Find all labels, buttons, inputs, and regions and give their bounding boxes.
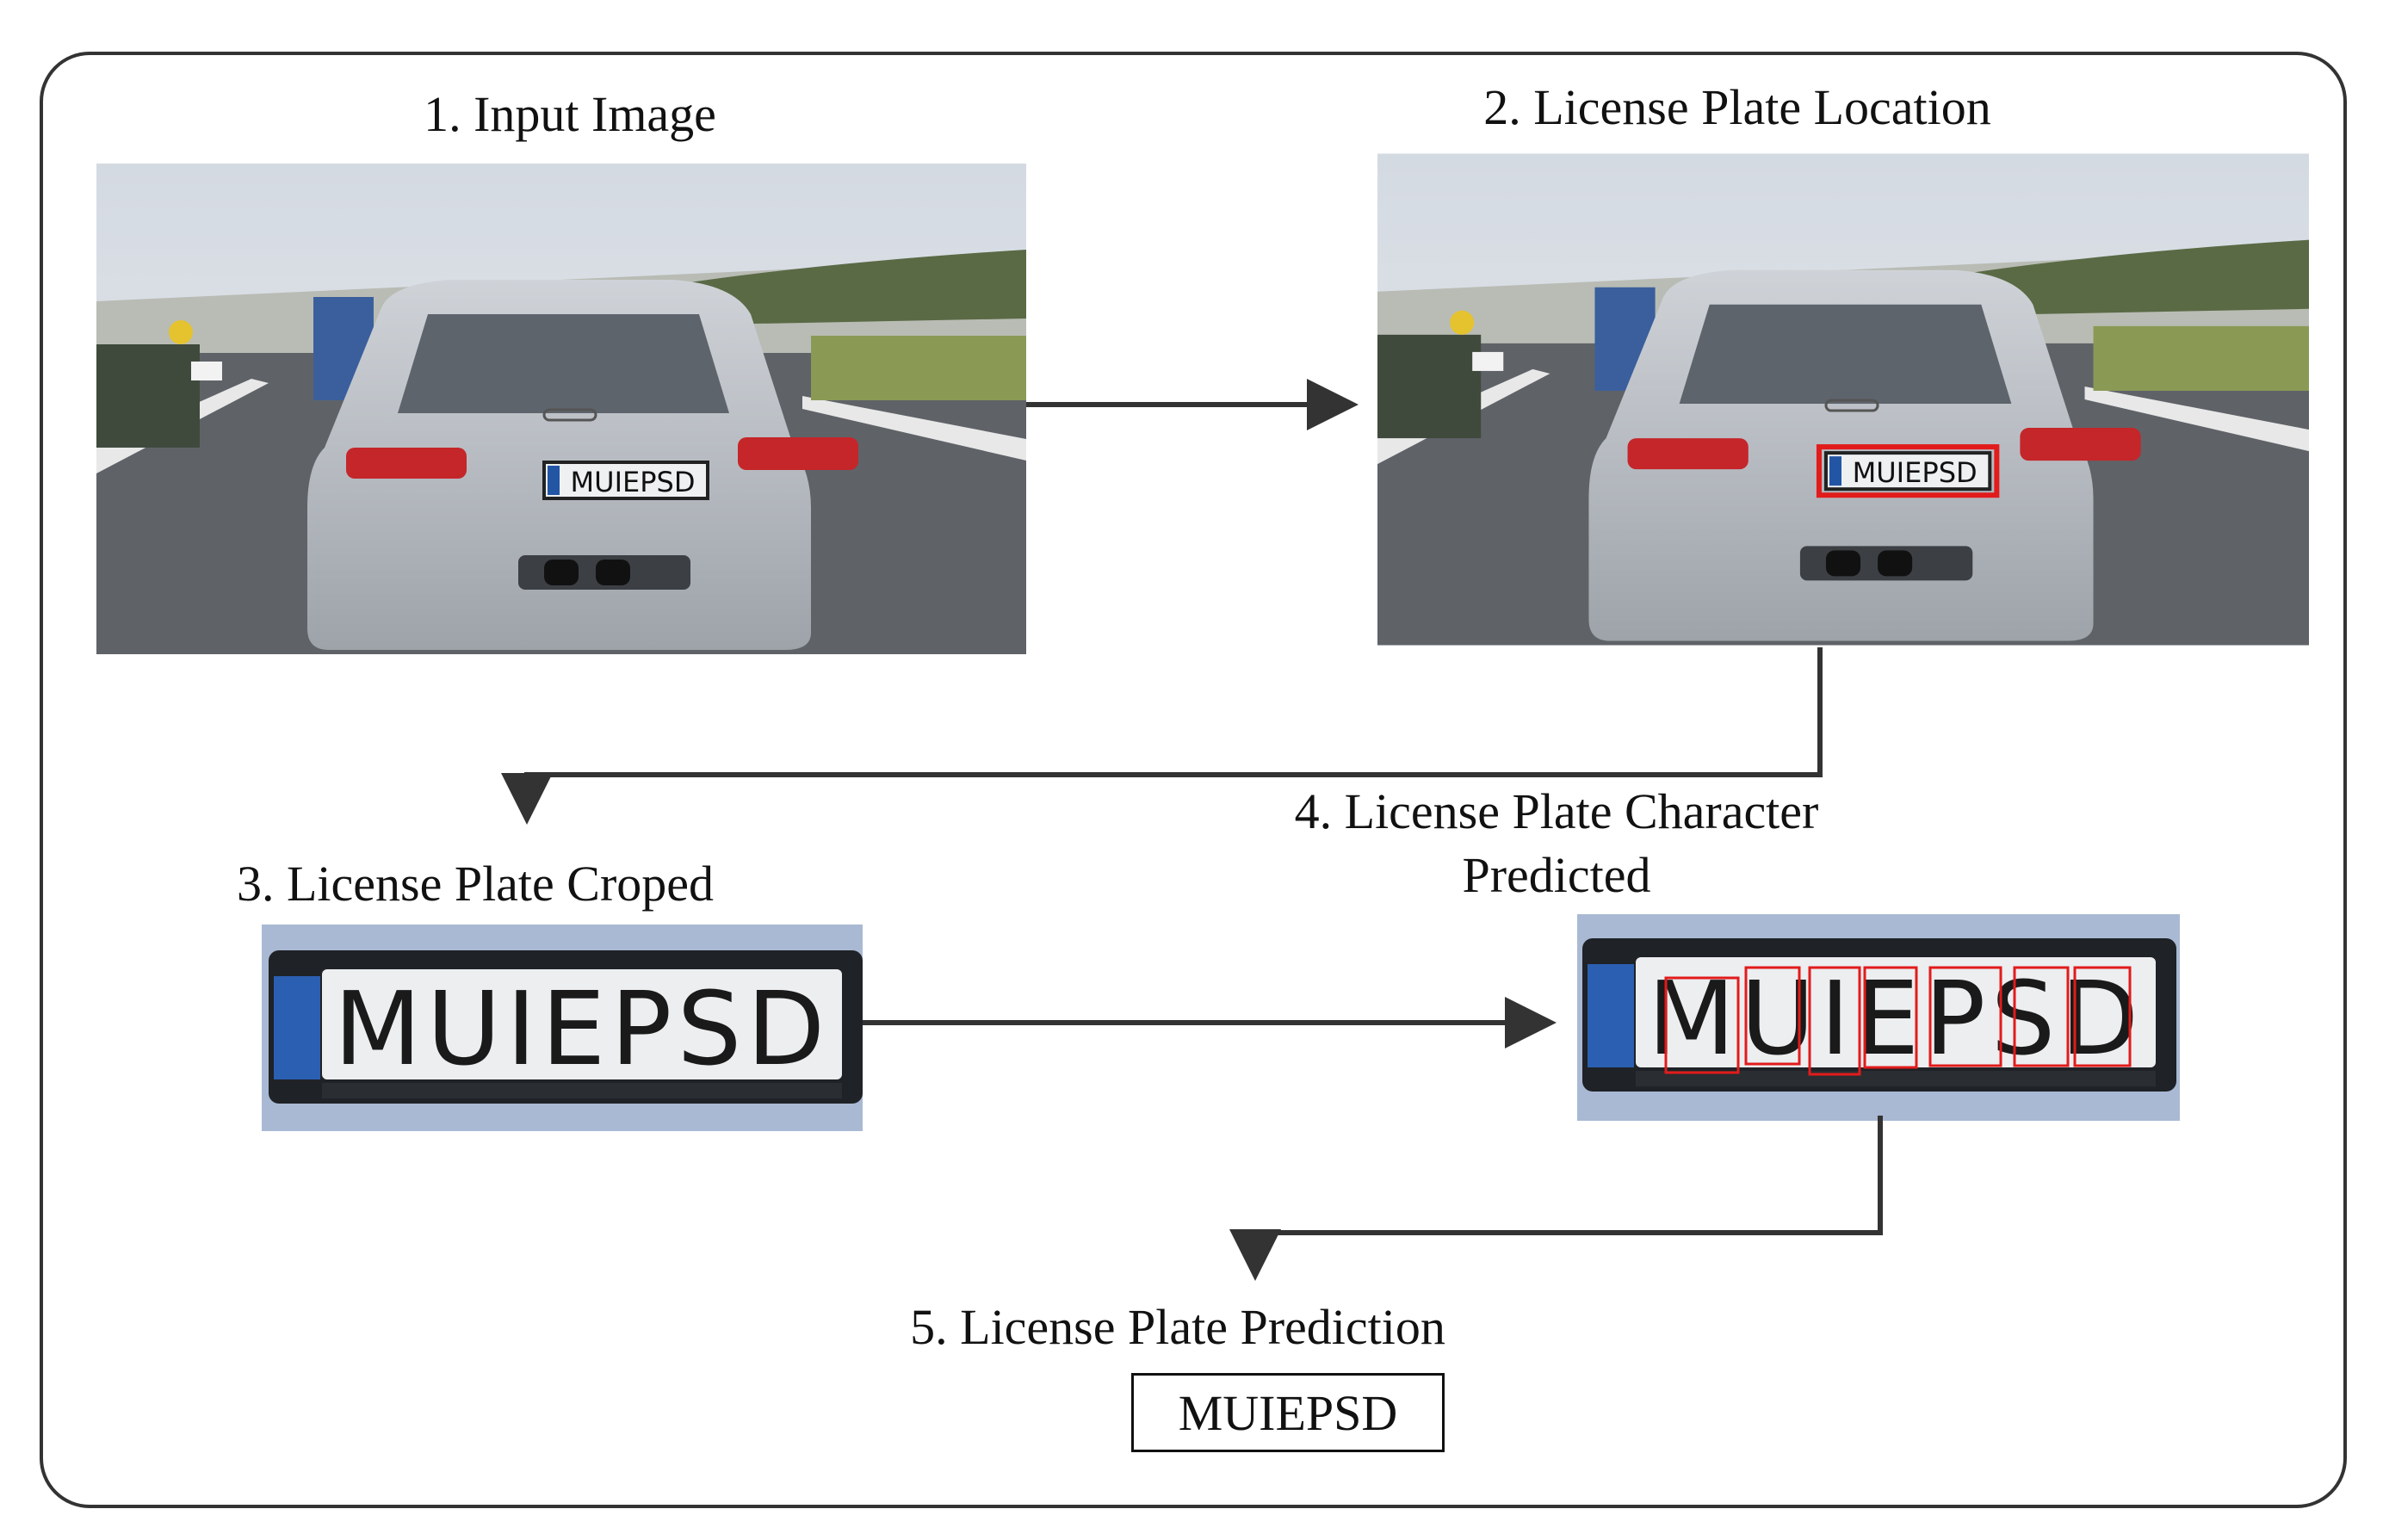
arrow-4-to-5 <box>1229 1116 1883 1281</box>
char-box-4 <box>1863 966 1918 1069</box>
step3-title: 3. License Plate Croped <box>236 856 715 912</box>
plate-text-located: MUIEPSD <box>1853 456 1978 489</box>
char-box-1 <box>1664 976 1740 1074</box>
char-box-5 <box>1928 966 2002 1067</box>
step4-title-line1: 4. License Plate Character <box>1294 783 1819 839</box>
char-box-2 <box>1744 966 1801 1066</box>
plate-location-image: MUIEPSD <box>1377 153 2309 646</box>
char-box-3 <box>1808 966 1861 1076</box>
prediction-result-box: MUIEPSD <box>1131 1373 1445 1452</box>
plate-detection-box <box>1816 444 2000 498</box>
char-box-6 <box>2013 966 2070 1067</box>
step1-title: 1. Input Image <box>424 86 716 142</box>
arrow-2-to-3 <box>501 647 1823 825</box>
prediction-result-text: MUIEPSD <box>1178 1384 1398 1441</box>
step5-title: 5. License Plate Prediction <box>910 1299 1445 1355</box>
character-prediction-image: MUIEPSD <box>1577 914 2180 1121</box>
cropped-plate-text: MUIEPSD <box>334 969 830 1088</box>
step4-title-line2: Predicted <box>1462 847 1651 904</box>
char-box-7 <box>2073 966 2132 1067</box>
input-image: MUIEPSD <box>96 164 1026 654</box>
step2-title: 2. License Plate Location <box>1483 79 1991 135</box>
cropped-plate-image: MUIEPSD <box>262 925 863 1131</box>
diagram-frame <box>40 52 2347 1508</box>
plate-text-small: MUIEPSD <box>571 466 696 498</box>
